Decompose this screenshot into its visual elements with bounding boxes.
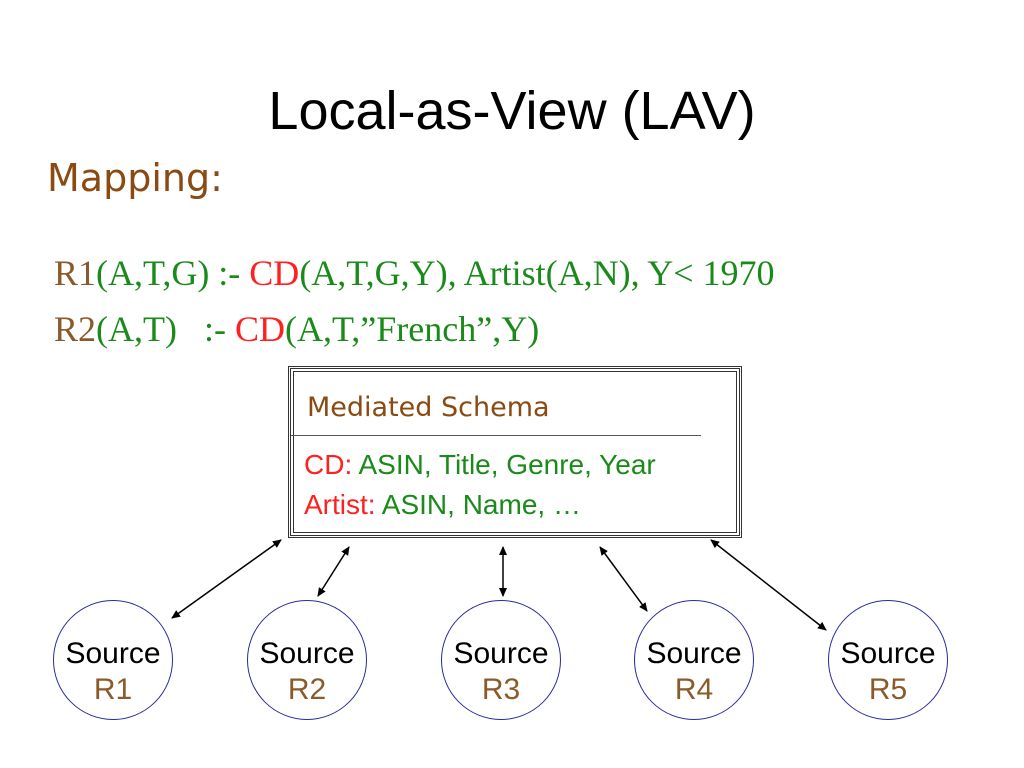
source-r4: Source R4 bbox=[634, 600, 754, 720]
rule-r2: R2(A,T) :- CD(A,T,”French”,Y) bbox=[54, 308, 539, 350]
source-id: R4 bbox=[674, 673, 714, 706]
schema-row-artist: Artist: ASIN, Name, … bbox=[304, 489, 581, 521]
source-r5: Source R5 bbox=[828, 600, 948, 720]
rule-head: R2 bbox=[54, 309, 97, 349]
rule-r1: R1(A,T,G) :- CD(A,T,G,Y), Artist(A,N), Y… bbox=[54, 252, 775, 294]
schema-attributes: ASIN, Title, Genre, Year bbox=[352, 449, 656, 480]
rule-args: (A,T,G) :- bbox=[96, 253, 250, 293]
source-id: R2 bbox=[287, 673, 327, 706]
source-id: R5 bbox=[868, 673, 908, 706]
source-r3: Source R3 bbox=[441, 600, 561, 720]
schema-title: Mediated Schema bbox=[307, 392, 550, 423]
arrow-r2 bbox=[317, 546, 350, 597]
mapping-subtitle: Mapping: bbox=[47, 156, 223, 200]
source-id: R1 bbox=[93, 673, 133, 706]
schema-row-cd: CD: ASIN, Title, Genre, Year bbox=[304, 449, 656, 481]
schema-inner-frame bbox=[293, 371, 737, 533]
source-label: Source bbox=[453, 637, 549, 670]
rule-args: (A,T) :- bbox=[96, 309, 235, 349]
rule-relation: CD bbox=[249, 253, 300, 293]
source-label: Source bbox=[259, 637, 355, 670]
source-label: Source bbox=[65, 637, 161, 670]
mediated-schema-box: Mediated Schema CD: ASIN, Title, Genre, … bbox=[288, 366, 742, 538]
arrow-r5 bbox=[710, 539, 827, 631]
slide-title: Local-as-View (LAV) bbox=[268, 81, 756, 141]
schema-relation-name: Artist: bbox=[304, 489, 376, 520]
arrow-r1 bbox=[171, 539, 282, 619]
source-label: Source bbox=[646, 637, 742, 670]
source-id: R3 bbox=[481, 673, 521, 706]
source-r2: Source R2 bbox=[247, 600, 367, 720]
source-label: Source bbox=[840, 637, 936, 670]
schema-attributes: ASIN, Name, … bbox=[375, 489, 581, 520]
schema-divider bbox=[291, 435, 701, 436]
rule-relation: CD bbox=[234, 309, 285, 349]
schema-relation-name: CD: bbox=[304, 449, 353, 480]
rule-body: (A,T,”French”,Y) bbox=[285, 309, 540, 349]
rule-body: (A,T,G,Y), Artist(A,N), Y< 1970 bbox=[299, 253, 775, 293]
arrow-r4 bbox=[599, 546, 648, 612]
rule-head: R1 bbox=[54, 253, 97, 293]
source-r1: Source R1 bbox=[53, 600, 173, 720]
